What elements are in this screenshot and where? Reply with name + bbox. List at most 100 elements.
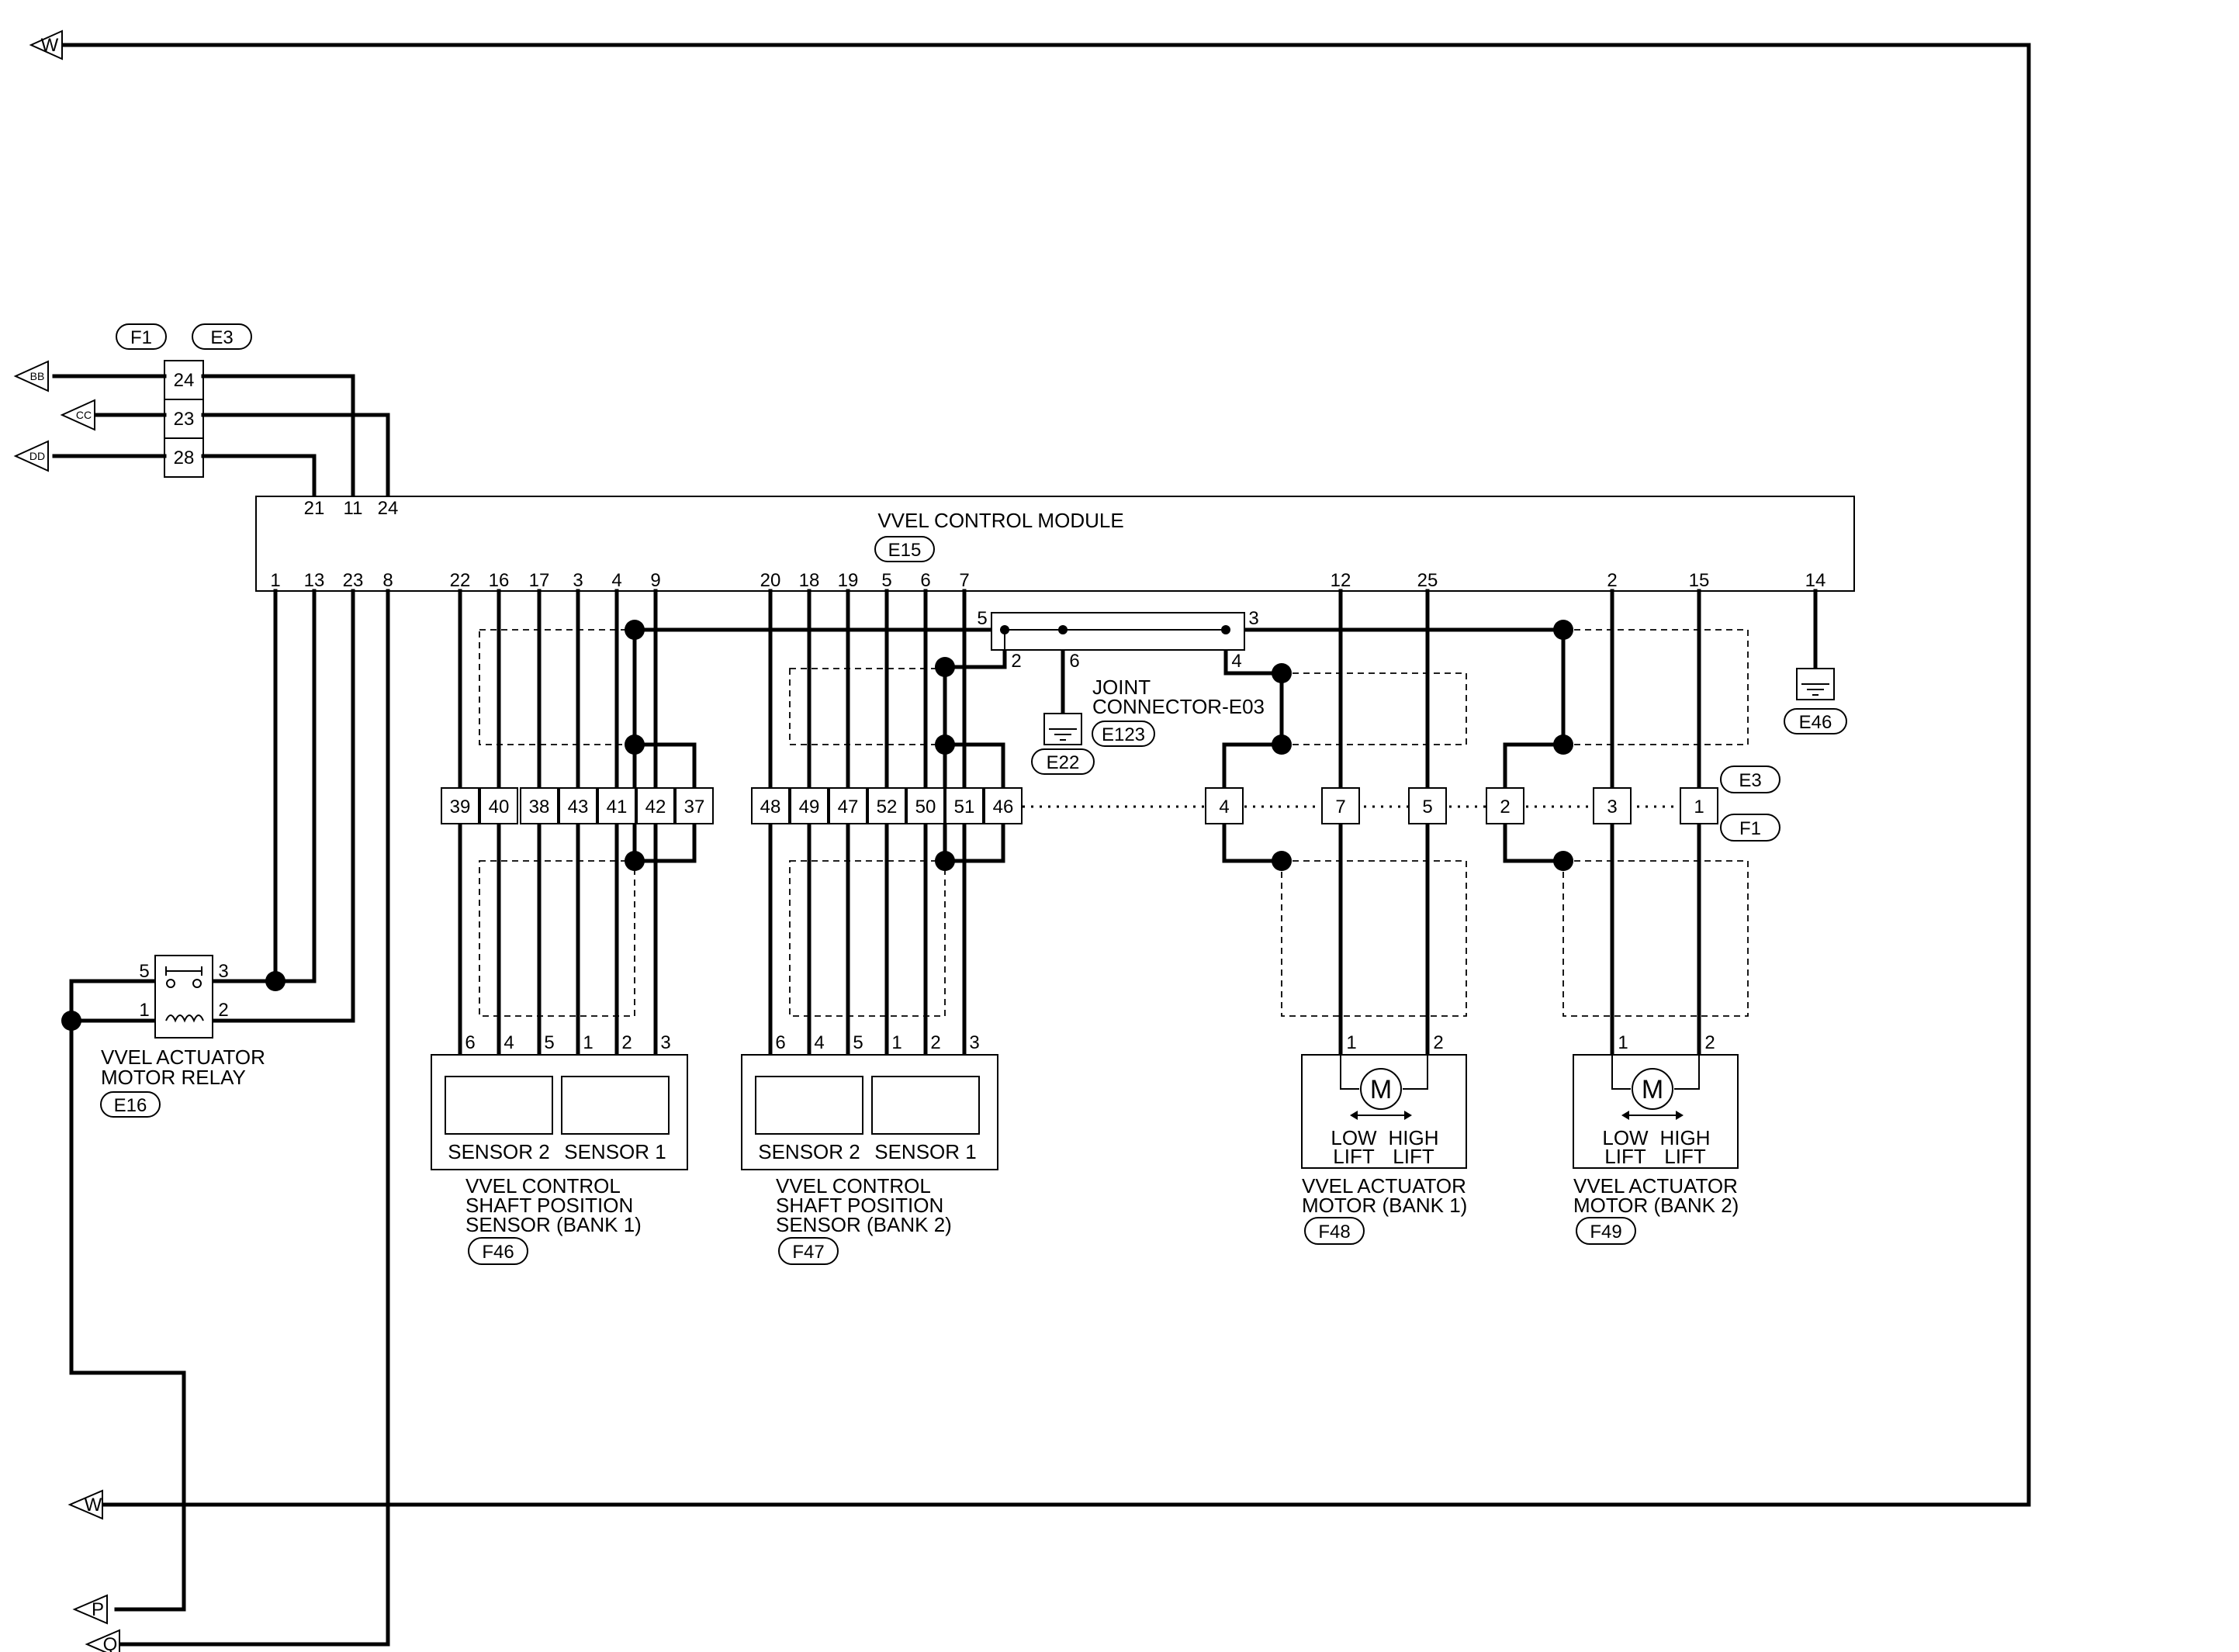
ground-icon (1801, 683, 1829, 696)
joint-pin: 3 (1248, 608, 1258, 629)
inline-tags: E3 F1 (1720, 766, 1780, 842)
motor-icon (1632, 1068, 1673, 1110)
inline-pin-box (829, 787, 867, 824)
inline-pin-box (867, 787, 906, 824)
joint-label-line2: CONNECTOR-E03 (1092, 695, 1265, 718)
relay-pin: 1 (139, 1000, 149, 1021)
motor-low-lift: LIFT (1333, 1145, 1375, 1168)
relay-pin: 5 (139, 961, 149, 982)
inline-pin-box (636, 787, 675, 824)
module-bottom-pin: 5 (881, 570, 891, 591)
relay-label-line2: MOTOR RELAY (101, 1066, 246, 1089)
module-top-pin: 21 (304, 498, 325, 519)
sensor-tag: F47 (792, 1242, 824, 1263)
inline-pin-label: 46 (993, 797, 1014, 817)
sensor-label-line2: SHAFT POSITION (776, 1194, 943, 1217)
module-tag: E15 (888, 540, 922, 561)
vvel-actuator-motor-relay: 5 3 1 2 VVEL ACTUATOR MOTOR RELAY E16 (100, 955, 265, 1118)
inline-pin-label: 5 (1422, 797, 1432, 817)
sensor-1-label: SENSOR 1 (564, 1140, 666, 1163)
connector-arrow-icon (60, 399, 95, 431)
inline-pin-label: 4 (1219, 797, 1229, 817)
relay-label-line1: VVEL ACTUATOR (101, 1045, 265, 1069)
off-page-label-w-bottom: W (85, 1495, 102, 1515)
inline-pin-label: 40 (489, 797, 510, 817)
top-conn-pin-23: 23 (174, 409, 195, 430)
inline-pin-box (520, 787, 559, 824)
sensor-pin: 2 (930, 1032, 940, 1053)
inline-pin-box (1680, 787, 1718, 824)
sensor-pin: 4 (814, 1032, 824, 1053)
tag-e3-top (192, 323, 252, 350)
inline-pin-label: 51 (954, 797, 975, 817)
ground-e22: E22 (1031, 713, 1095, 775)
sensor-label-line1: VVEL CONTROL (465, 1174, 621, 1198)
connector-arrow-icon (67, 1489, 103, 1520)
module-bottom-pin: 9 (650, 570, 660, 591)
motor-pin: 1 (1618, 1032, 1628, 1053)
inline-pin-box (984, 787, 1023, 824)
off-page-p-q: P Q (72, 1594, 120, 1652)
module-bottom-pin: 16 (489, 570, 510, 591)
inline-pin-label: 50 (915, 797, 936, 817)
sensor-label-line3: SENSOR (BANK 1) (465, 1213, 642, 1236)
inline-pin-label: 43 (568, 797, 589, 817)
off-page-label-q: Q (103, 1634, 118, 1652)
inline-pin-box (1321, 787, 1360, 824)
motor-pin: 2 (1704, 1032, 1715, 1053)
inline-pin-label: 7 (1335, 797, 1345, 817)
sensor-2-label: SENSOR 2 (758, 1140, 860, 1163)
inline-pin-box (1486, 787, 1524, 824)
inline-pin-label: 42 (645, 797, 666, 817)
module-bottom-pin: 19 (838, 570, 859, 591)
inline-pin-box (597, 787, 636, 824)
tag-f1-top-text: F1 (130, 327, 152, 348)
sensor-1-label: SENSOR 1 (874, 1140, 977, 1163)
top-connector: F1 E3 24 23 28 BB CC DD (13, 323, 390, 499)
shaft-position-sensor-bank1: 6 4 5 1 2 3 SENSOR 2 SENSOR 1 VVEL CONTR… (431, 1032, 688, 1265)
module-bottom-pin: 25 (1417, 570, 1438, 591)
off-page-label-p: P (92, 1599, 104, 1620)
motor-symbol: M (1642, 1075, 1663, 1104)
sensor-pin: 6 (465, 1032, 475, 1053)
module-bottom-pin: 12 (1331, 570, 1351, 591)
ground-icon (1049, 728, 1077, 741)
module-bottom-pin: 14 (1805, 570, 1826, 591)
joint-pin: 4 (1231, 651, 1241, 672)
relay-pin: 2 (218, 1000, 228, 1021)
inline-pin-box (945, 787, 984, 824)
sensor-2-label: SENSOR 2 (448, 1140, 550, 1163)
inline-pin-label: 37 (684, 797, 705, 817)
module-top-pin: 24 (378, 498, 399, 519)
motor-tag: F48 (1318, 1222, 1350, 1242)
actuator-motor-bank2: M 1 2 LOW LIFT HIGH LIFT VVEL ACTUATOR M… (1573, 1032, 1739, 1245)
sensor-pin: 6 (775, 1032, 785, 1053)
connector-arrow-icon (13, 360, 49, 392)
inline-pin-box (1593, 787, 1632, 824)
motor-icon (1360, 1068, 1402, 1110)
motor-low-label: LOW (1602, 1126, 1649, 1149)
module-bottom-pin: 7 (959, 570, 969, 591)
motor-label-line2: MOTOR (BANK 2) (1573, 1194, 1739, 1217)
motor-pin: 1 (1346, 1032, 1356, 1053)
inline-pin-box (441, 787, 479, 824)
sensor-pin: 1 (891, 1032, 901, 1053)
connector-arrow-icon (85, 1629, 120, 1652)
motor-high-label: HIGH (1389, 1126, 1439, 1149)
sensor-tag: F46 (482, 1242, 514, 1263)
motor-label-line1: VVEL ACTUATOR (1573, 1174, 1738, 1198)
off-page-label-dd: DD (29, 450, 45, 462)
module-top-pin: 11 (344, 498, 363, 519)
motor-high-lift: LIFT (1664, 1145, 1706, 1168)
inline-pin-label: 38 (529, 797, 550, 817)
inline-pin-box (906, 787, 945, 824)
module-bottom-pin: 17 (529, 570, 550, 591)
joint-pin: 2 (1011, 651, 1021, 672)
module-bottom-pin: 15 (1689, 570, 1710, 591)
inline-pin-box (1205, 787, 1244, 824)
w-signal-loop: W W (29, 29, 2031, 1520)
module-bottom-pin: 13 (304, 570, 325, 591)
sensor-pin: 4 (504, 1032, 514, 1053)
module-bottom-pin: 6 (920, 570, 930, 591)
